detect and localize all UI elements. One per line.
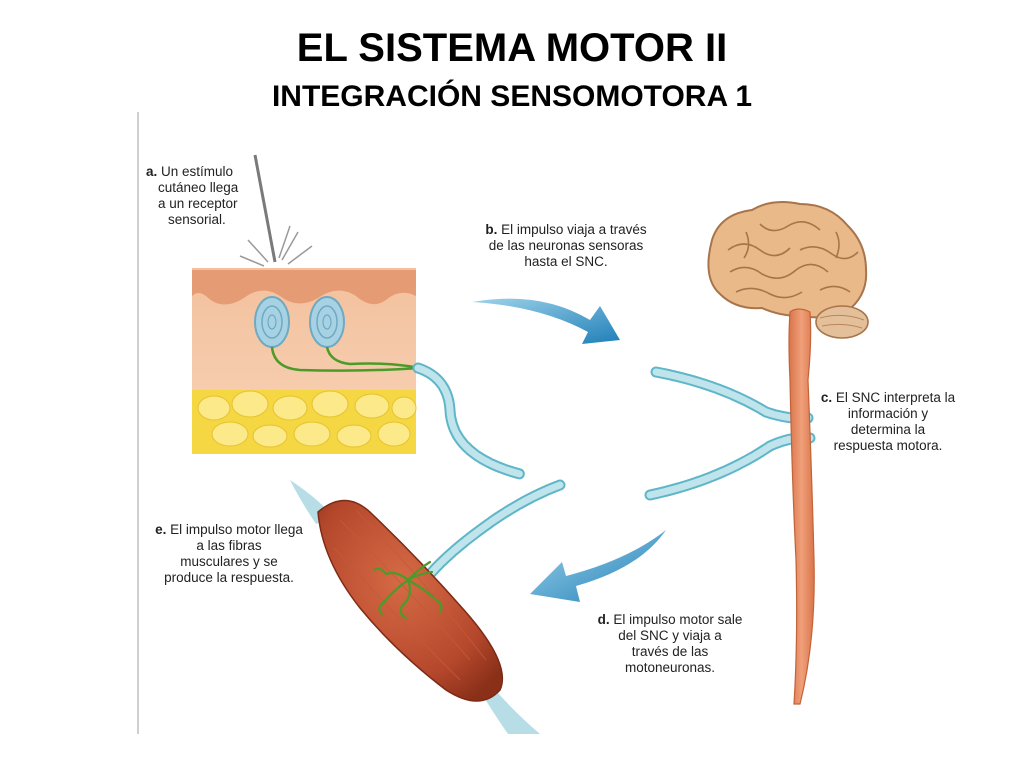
slide-subtitle: INTEGRACIÓN SENSOMOTORA 1 [271,80,753,113]
spinal-cord [788,308,815,705]
skin-section [192,268,417,454]
stimulus-needle-icon [239,154,313,267]
step-d-label: d. El impulso motor sale del SNC y viaja… [597,612,743,675]
step-a-label: a. Un estímulo cutáneo llega a un recept… [146,164,239,227]
receptor-icon [254,296,345,348]
page-divider [137,112,139,734]
step-c-label: c. El SNC interpreta la información y de… [820,390,956,453]
sensory-fiber [270,346,421,372]
brain-icon [707,201,869,339]
slide-title: EL SISTEMA MOTOR II [296,26,728,70]
arrow-icon [472,298,620,344]
muscle-icon [290,480,540,734]
motor-end-plate [372,560,443,620]
arrow-icon [530,530,666,602]
step-b-label: b. El impulso viaja a través de las neur… [485,222,647,269]
step-e-label: e. El impulso motor llega a las fibras m… [155,522,303,585]
